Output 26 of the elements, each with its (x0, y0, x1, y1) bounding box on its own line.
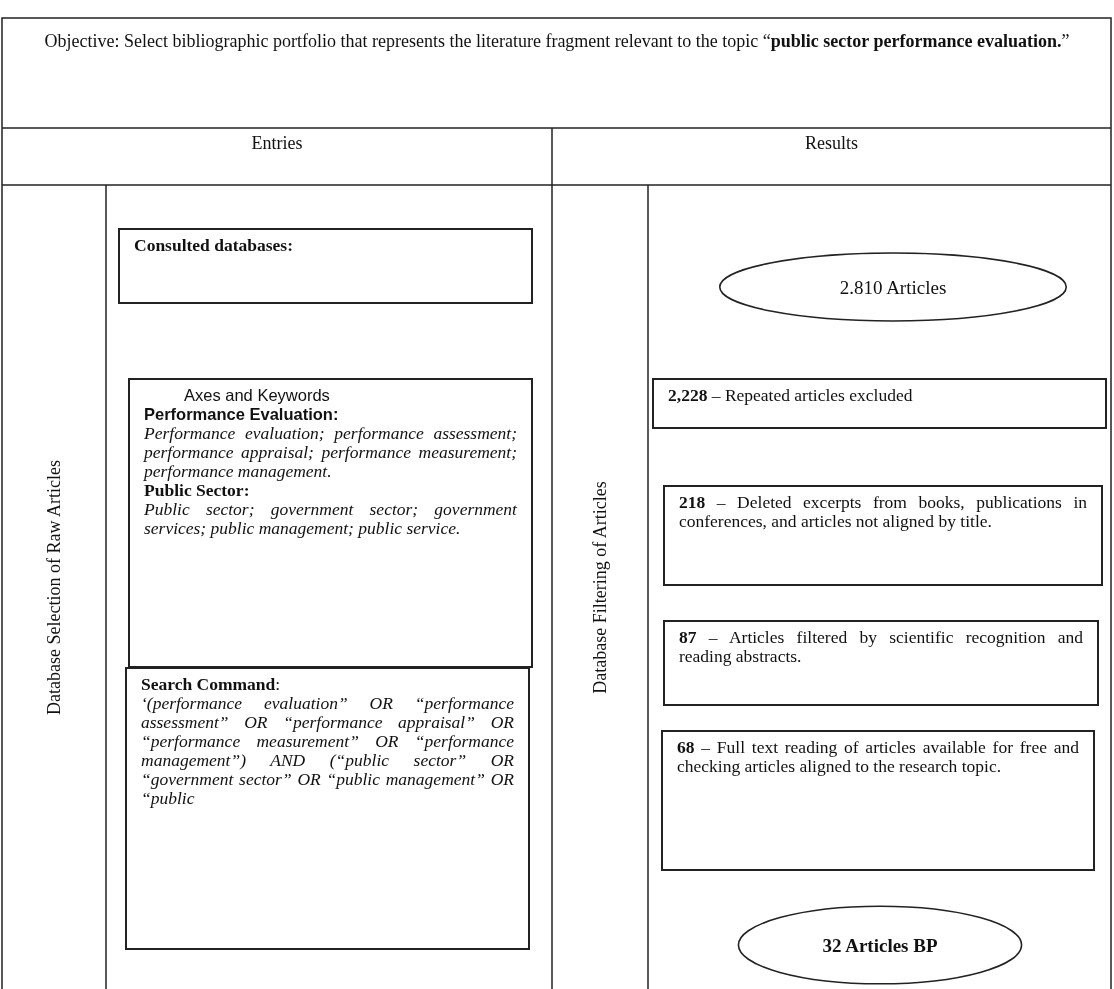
process-box (663, 485, 1103, 586)
node-text: Public sector; government sector; government services; public management; public service. (144, 500, 517, 538)
process-box (661, 730, 1095, 871)
process-box (663, 620, 1099, 706)
heading: 32 Articles BP (822, 935, 938, 955)
heading: Performance Evaluation: (144, 405, 340, 424)
heading: Consulted databases: (134, 236, 294, 255)
objective-text: Objective: Select bibliographic portfolio that represents the literature fragment relevant to the topic “public sector performance evaluation.” (43, 30, 1071, 53)
node-text: 68 – Full text reading of articles available for free and checking articles aligned to the research topic. (677, 738, 1079, 776)
process-box (125, 667, 530, 950)
node-text: 87 – Articles filtered by scientific recognition and reading abstracts. (679, 628, 1083, 666)
process-box (652, 378, 1107, 429)
heading: Public Sector: (144, 481, 250, 500)
process-box (118, 228, 533, 304)
node-text: Axes and Keywords (183, 386, 331, 405)
node-text: 2,228 – Repeated articles excluded (668, 386, 914, 405)
node-text: 2.810 Articles (839, 277, 947, 297)
node-text: 218 – Deleted excerpts from books, publications in conferences, and articles not aligned by title. (679, 493, 1087, 531)
node-text: Performance evaluation; performance assessment; performance appraisal; performance measurement; performance management. (144, 424, 517, 481)
node-text: Search Command: (141, 675, 282, 694)
row-header: Database Filtering of Articles (589, 480, 611, 694)
process-box (128, 378, 533, 668)
row-header: Database Selection of Raw Articles (43, 459, 65, 715)
node-text: ‘(performance evaluation” OR “performance assessment” OR “performance appraisal” OR “performance measurement” OR “performance management”) AND (“public sector” OR “government sector” OR “public management” OR “public (141, 694, 514, 808)
column-header: Entries (250, 133, 304, 154)
column-header: Results (804, 133, 859, 154)
